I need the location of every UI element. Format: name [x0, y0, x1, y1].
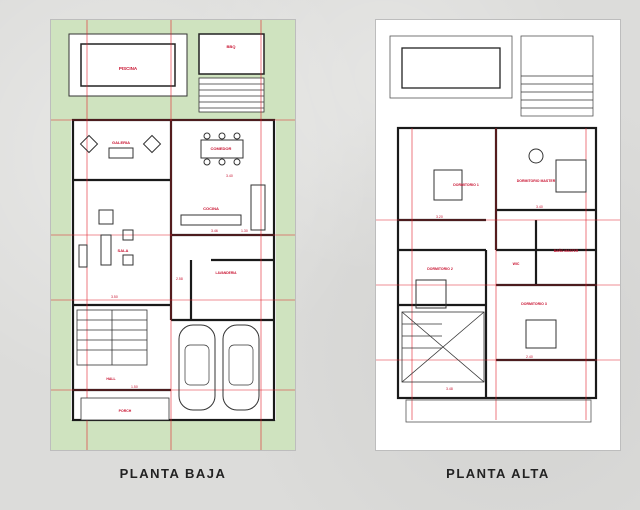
floor-plan-planta-alta: DORMITORIO 1 DORMITORIO MASTER WIC BAÑO …: [376, 20, 620, 450]
dimension-label: 3.46: [211, 229, 218, 233]
room-dormitorio-master: DORMITORIO MASTER: [517, 179, 556, 183]
bed-dormitorio2: [415, 279, 447, 309]
terrace-outline: [405, 399, 592, 423]
bbq-outline: [520, 35, 594, 117]
room-lavanderia: LAVANDERIA: [215, 271, 237, 275]
bed-dormitorio1: [433, 169, 463, 201]
room-bano-master: BAÑO MASTER: [554, 248, 579, 253]
dimension-label: 3.40: [536, 205, 543, 209]
dimension-label: 1.30: [241, 229, 248, 233]
room-dormitorio2: DORMITORIO 2: [427, 267, 453, 271]
garden-steps: [198, 77, 265, 113]
garage-cars: [178, 324, 260, 411]
room-piscina: PISCINA: [119, 66, 138, 71]
pool: [80, 43, 176, 87]
room-wic: WIC: [513, 262, 520, 266]
room-hall: HALL: [106, 377, 116, 381]
main-stairs: [76, 309, 148, 366]
room-sala: SALA: [118, 248, 129, 253]
dimension-label: 3.48: [446, 387, 453, 391]
floor-plan-planta-baja: PISCINA BBQ: [51, 20, 295, 450]
galeria-furniture: [79, 134, 162, 159]
bbq-area: [198, 33, 265, 75]
bed-master: [555, 159, 587, 193]
kitchen-island: [180, 184, 266, 231]
room-galeria: GALERIA: [112, 140, 130, 145]
room-dormitorio3: DORMITORIO 3: [521, 302, 547, 306]
dimension-label: 3.20: [436, 215, 443, 219]
planta-alta-drawing: DORMITORIO 1 DORMITORIO MASTER WIC BAÑO …: [376, 35, 620, 423]
porch-area: [80, 397, 170, 421]
plan-caption-planta-alta: PLANTA ALTA: [446, 466, 550, 481]
living-furniture: [78, 209, 134, 268]
dimension-label: 2.58: [176, 277, 183, 281]
room-cocina: COCINA: [203, 206, 219, 211]
room-dormitorio1: DORMITORIO 1: [453, 183, 479, 187]
house-footprint: [71, 120, 276, 420]
pool-outline: [389, 35, 513, 99]
dimension-grid: [376, 128, 620, 420]
planta-baja-drawing: PISCINA BBQ: [51, 20, 295, 450]
interior-walls: [398, 128, 596, 398]
dimension-label: 3.40: [226, 174, 233, 178]
room-bbq: BBQ: [227, 44, 236, 49]
room-comedor: COMEDOR: [211, 146, 232, 151]
dimension-label: 1.50: [131, 385, 138, 389]
pool-inner-outline: [401, 47, 501, 89]
dining-table: [200, 132, 244, 166]
dimension-grid: [51, 20, 295, 450]
plan-caption-planta-baja: PLANTA BAJA: [119, 466, 227, 481]
master-armchair: [528, 148, 544, 164]
dimension-label: 2.40: [526, 355, 533, 359]
room-porch: PORCH: [119, 409, 132, 413]
dimension-label: 3.50: [111, 295, 118, 299]
stairs-void: [401, 311, 485, 383]
bed-dormitorio3: [525, 319, 557, 349]
